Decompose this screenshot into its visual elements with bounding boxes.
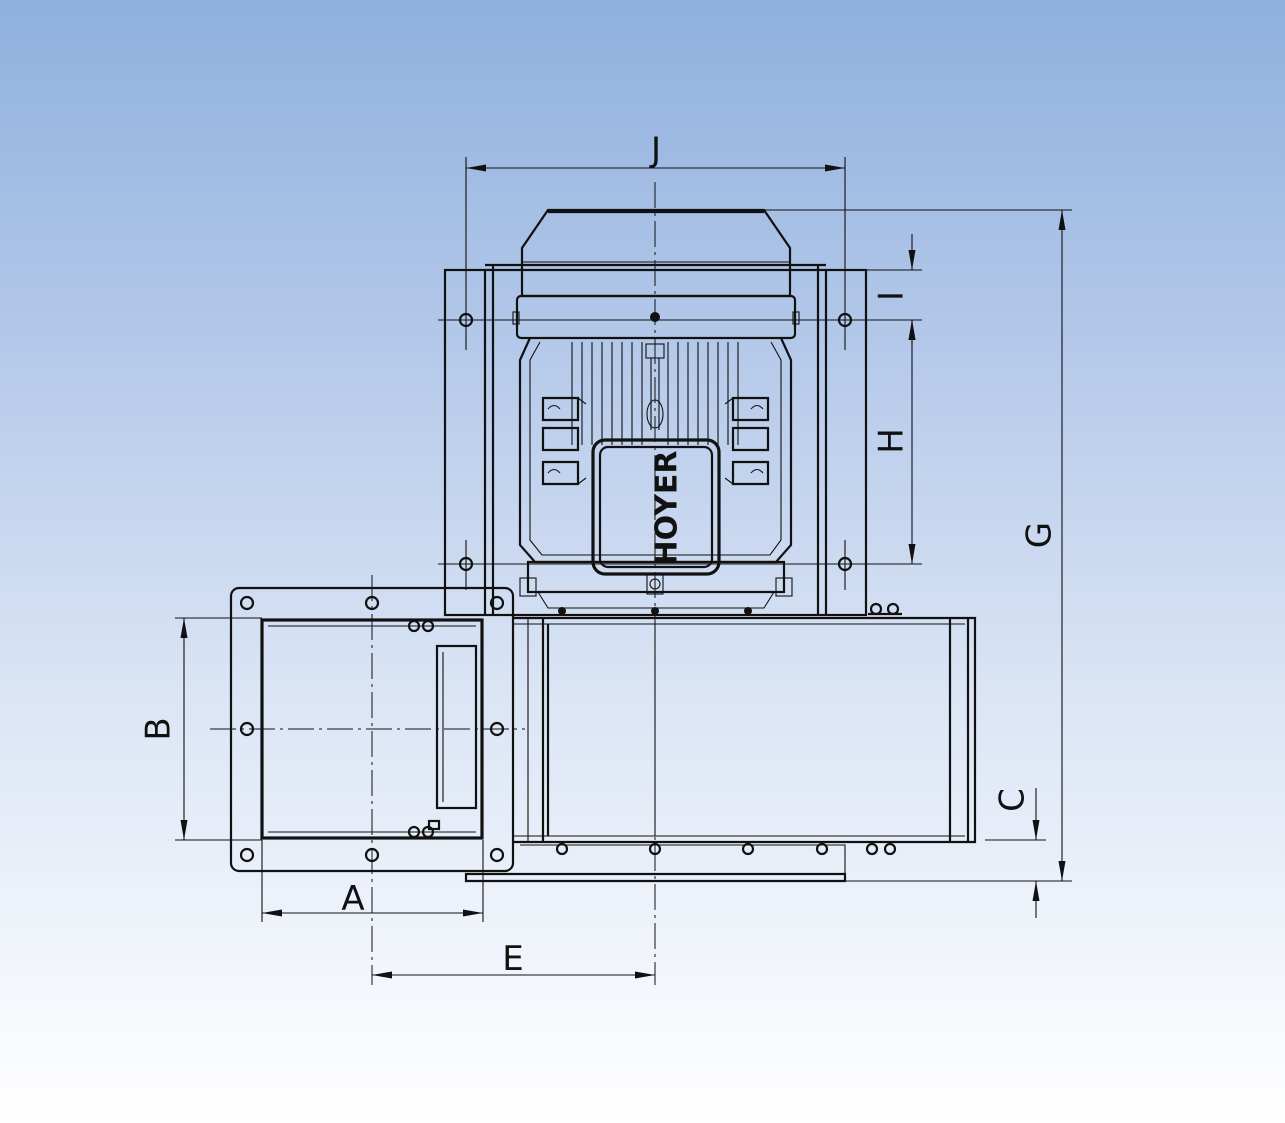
flange-hole — [489, 595, 505, 611]
dim-label-e: E — [502, 939, 523, 979]
dim-label-j: J — [649, 130, 661, 170]
flange-hole — [489, 847, 505, 863]
dim-label-g: G — [1020, 522, 1060, 548]
flange-hole — [239, 595, 255, 611]
dim-label-a: A — [341, 879, 364, 919]
fan-housing — [464, 602, 977, 883]
dim-label-i: I — [872, 291, 912, 301]
flange-hole — [239, 847, 255, 863]
dim-label-b: B — [139, 717, 179, 740]
dimension-lines — [175, 157, 1072, 979]
dim-label-c: C — [993, 788, 1033, 812]
center-lines — [210, 182, 656, 985]
dim-label-h: H — [872, 428, 912, 454]
dimension-labels: J I H G C B A E — [139, 130, 1060, 979]
